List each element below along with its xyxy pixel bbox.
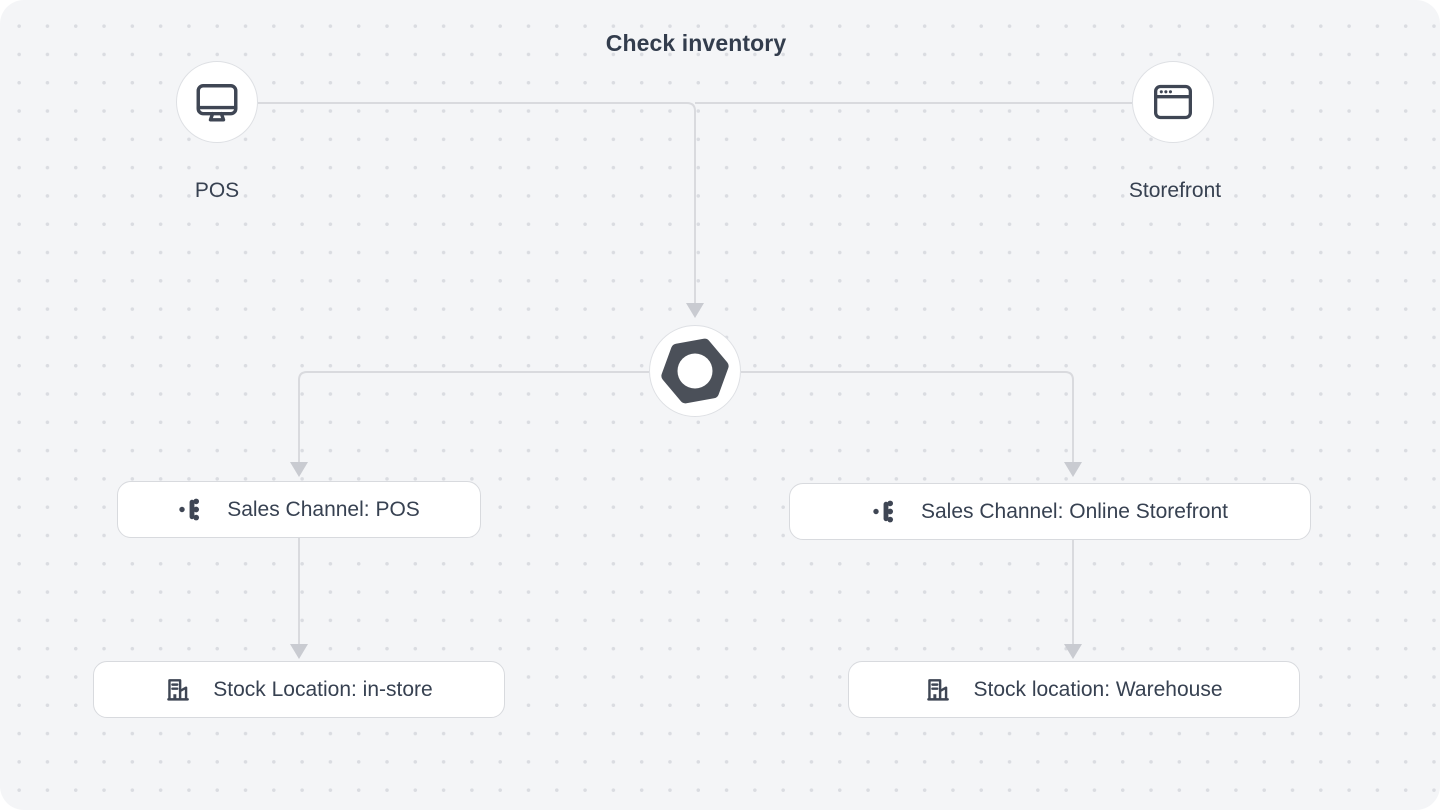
- node-storefront[interactable]: [1132, 61, 1214, 143]
- node-sales-channel-online[interactable]: Sales Channel: Online Storefront: [789, 483, 1311, 540]
- node-stock-location-in-store[interactable]: Stock Location: in-store: [93, 661, 505, 718]
- node-pos[interactable]: [176, 61, 258, 143]
- buildings-icon: [165, 676, 192, 703]
- arrowhead-into-stock-warehouse: [1064, 644, 1082, 659]
- edge-core-to-sales-channel-online: [741, 371, 1074, 462]
- edge-core-to-sales-channel-pos: [298, 371, 649, 462]
- node-stock-location-in-store-label: Stock Location: in-store: [213, 677, 433, 701]
- arrowhead-into-stock-in-store: [290, 644, 308, 659]
- diagram-title: Check inventory: [605, 30, 787, 56]
- node-storefront-label: Storefront: [1128, 179, 1222, 202]
- medusa-logo-icon: [649, 325, 741, 417]
- buildings-icon: [925, 676, 952, 703]
- node-sales-channel-pos-label: Sales Channel: POS: [227, 497, 420, 521]
- node-core[interactable]: [649, 325, 741, 417]
- monitor-icon: [194, 80, 240, 124]
- browser-window-icon: [1151, 81, 1195, 123]
- channels-icon: [872, 498, 900, 525]
- channels-icon: [178, 496, 206, 523]
- arrowhead-into-sales-channel-online: [1064, 462, 1082, 477]
- arrowhead-into-core: [686, 303, 704, 318]
- edge-pos-to-core: [258, 102, 696, 303]
- node-pos-label: POS: [194, 179, 240, 202]
- node-stock-location-warehouse-label: Stock location: Warehouse: [973, 677, 1223, 701]
- node-stock-location-warehouse[interactable]: Stock location: Warehouse: [848, 661, 1300, 718]
- arrowhead-into-sales-channel-pos: [290, 462, 308, 477]
- node-sales-channel-online-label: Sales Channel: Online Storefront: [920, 499, 1228, 523]
- node-sales-channel-pos[interactable]: Sales Channel: POS: [117, 481, 481, 538]
